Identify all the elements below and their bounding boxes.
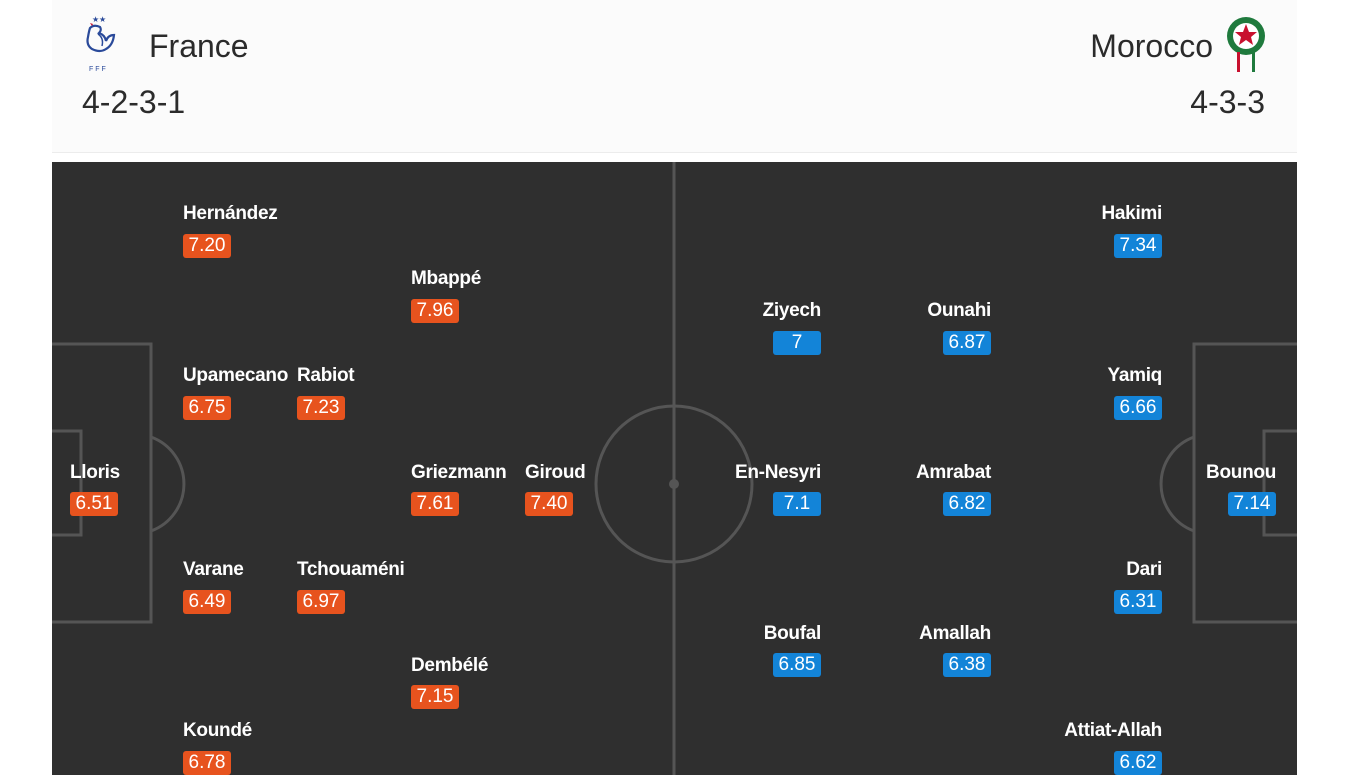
away-team-name: Morocco <box>1090 28 1213 64</box>
player-rating-badge: 7.20 <box>183 234 231 258</box>
match-lineup-header: ★ ★ F F F France 4-2-3-1 Morocco 4-3-3 <box>52 0 1297 153</box>
player-name: Mbappé <box>411 268 481 289</box>
player-rating-badge: 7.15 <box>411 685 459 709</box>
player-rating-badge: 6.62 <box>1114 751 1162 775</box>
player-rating-badge: 7.96 <box>411 299 459 323</box>
player-rating-badge: 6.66 <box>1114 396 1162 420</box>
player-name: Lloris <box>70 462 120 483</box>
player-rating-badge: 7.14 <box>1228 492 1276 516</box>
player-name: Hakimi <box>1101 203 1162 224</box>
player-name: Yamiq <box>1107 365 1163 386</box>
player-name: Rabiot <box>297 365 355 386</box>
player-name: Griezmann <box>411 462 507 483</box>
svg-text:★: ★ <box>92 15 99 24</box>
player-rating-badge: 6.85 <box>773 653 821 677</box>
player-name: Varane <box>183 559 244 580</box>
player-name: Dari <box>1126 559 1162 580</box>
player-rating-badge: 7.61 <box>411 492 459 516</box>
player-rating-badge: 7.40 <box>525 492 573 516</box>
player-name: Tchouaméni <box>297 559 405 580</box>
player-rating-badge: 7.34 <box>1114 234 1162 258</box>
pitch-markings <box>52 162 1297 775</box>
player-rating-badge: 7 <box>773 331 821 355</box>
svg-text:F F F: F F F <box>89 66 106 73</box>
player-rating-badge: 6.82 <box>943 492 991 516</box>
player-rating-badge: 6.49 <box>183 590 231 614</box>
player-name: Attiat-Allah <box>1064 720 1162 741</box>
player-name: Koundé <box>183 720 252 741</box>
player-rating-badge: 7.23 <box>297 396 345 420</box>
player-rating-badge: 6.31 <box>1114 590 1162 614</box>
svg-text:★: ★ <box>99 15 106 24</box>
player-name: Giroud <box>525 462 586 483</box>
player-name: Upamecano <box>183 365 289 386</box>
player-name: Amallah <box>919 623 991 644</box>
player-rating-badge: 6.78 <box>183 751 231 775</box>
home-team-name: France <box>149 28 249 64</box>
pitch: Lloris 6.51 Hernández 7.20 Upamecano 6.7… <box>52 162 1297 775</box>
player-name: En-Nesyri <box>734 462 821 483</box>
player-name: Ziyech <box>762 300 822 321</box>
frmf-crest-logo-icon <box>1227 17 1265 72</box>
player-name: Amrabat <box>916 462 991 483</box>
away-formation: 4-3-3 <box>1190 84 1265 120</box>
player-rating-badge: 6.51 <box>70 492 118 516</box>
player-name: Boufal <box>763 623 822 644</box>
player-rating-badge: 6.75 <box>183 396 231 420</box>
player-name: Hernández <box>183 203 278 224</box>
player-name: Dembélé <box>411 655 489 676</box>
player-rating-badge: 6.87 <box>943 331 991 355</box>
player-rating-badge: 7.1 <box>773 492 821 516</box>
home-formation: 4-2-3-1 <box>82 84 186 120</box>
player-rating-badge: 6.38 <box>943 653 991 677</box>
player-name: Ounahi <box>927 300 991 321</box>
player-rating-badge: 6.97 <box>297 590 345 614</box>
player-name: Bounou <box>1206 462 1276 483</box>
fff-rooster-logo-icon: ★ ★ F F F <box>86 15 116 73</box>
